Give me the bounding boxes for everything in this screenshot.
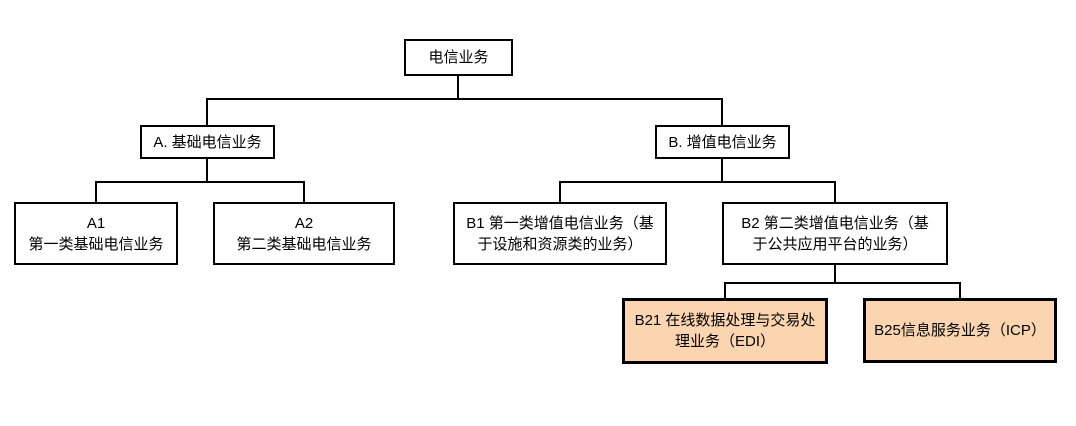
node-a-basic-telecom: A. 基础电信业务 [140, 125, 275, 159]
node-b2-second-class-value-added: B2 第二类增值电信业务（基 于公共应用平台的业务） [722, 202, 948, 265]
node-a2-second-class-basic: A2 第二类基础电信业务 [213, 202, 395, 265]
node-b-value-added-telecom: B. 增值电信业务 [655, 125, 790, 159]
connector-b2-to-b21-b25 [724, 282, 961, 298]
node-root-telecom-business: 电信业务 [404, 39, 513, 76]
node-b21-edi: B21 在线数据处理与交易处 理业务（EDI） [622, 298, 828, 364]
node-b25-icp: B25信息服务业务（ICP） [863, 298, 1057, 363]
node-b1-first-class-value-added: B1 第一类增值电信业务（基 于设施和资源类的业务） [453, 202, 667, 265]
connector-root-to-a-b [206, 98, 723, 125]
connector-b-to-b1-b2 [559, 181, 836, 202]
connector-a-to-a1-a2 [95, 181, 305, 202]
node-a1-first-class-basic: A1 第一类基础电信业务 [14, 202, 178, 265]
